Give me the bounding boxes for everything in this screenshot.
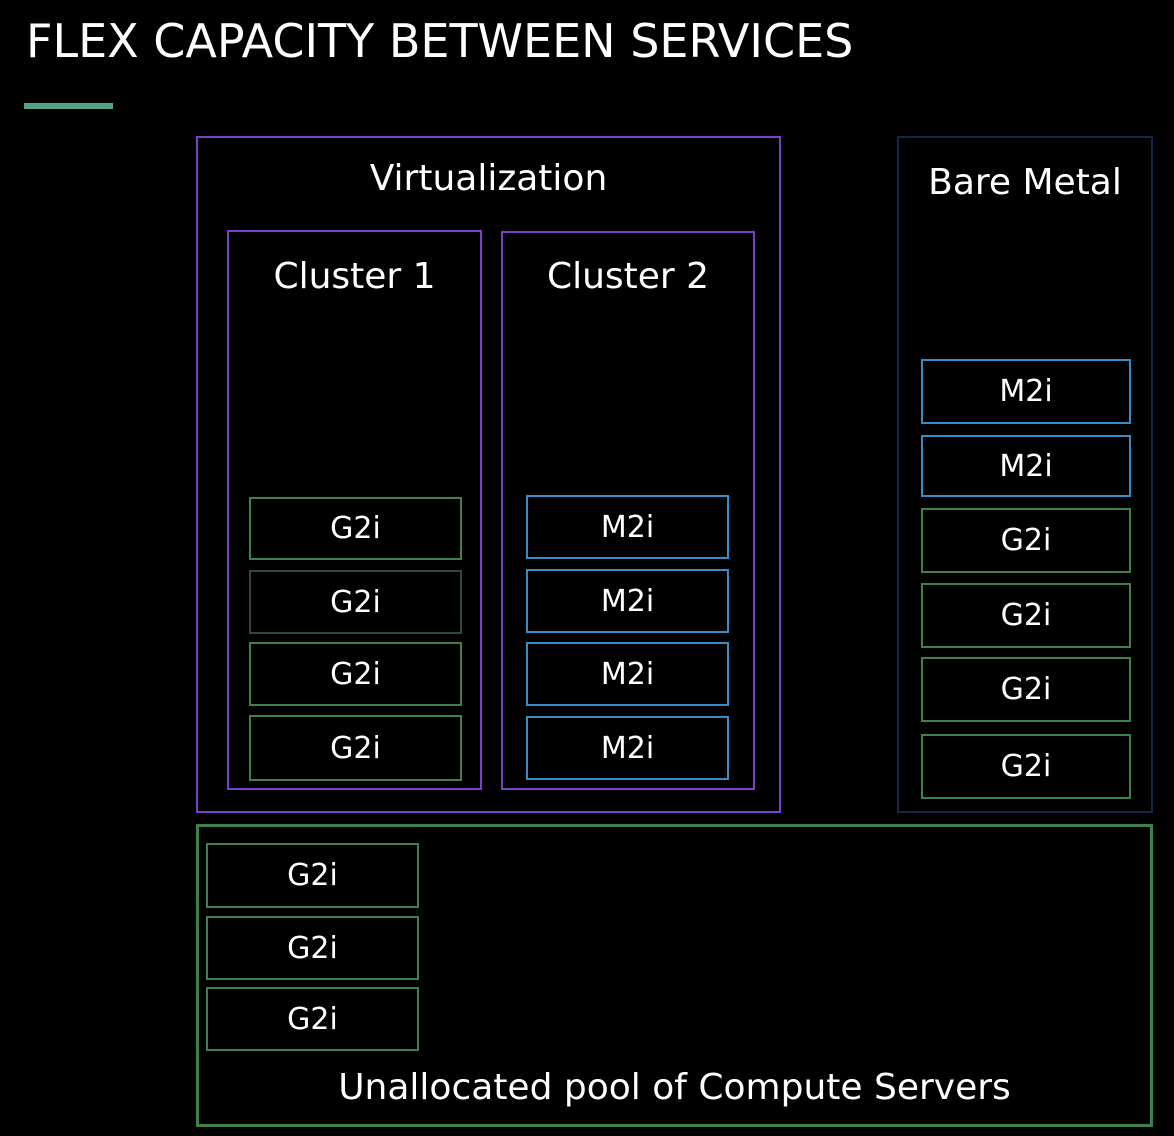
virtualization-group: Virtualization bbox=[196, 136, 781, 813]
cluster-1: Cluster 1 bbox=[227, 230, 482, 790]
server-m2i: M2i bbox=[921, 435, 1131, 497]
pool-label: Unallocated pool of Compute Servers bbox=[338, 1067, 1011, 1108]
server-g2i: G2i bbox=[249, 715, 462, 781]
bare-metal-group: Bare Metal bbox=[897, 136, 1153, 813]
server-g2i: G2i bbox=[249, 497, 462, 560]
server-g2i: G2i bbox=[249, 570, 462, 634]
server-g2i: G2i bbox=[921, 508, 1131, 573]
cluster-1-label: Cluster 1 bbox=[273, 256, 436, 297]
server-g2i: G2i bbox=[206, 987, 419, 1051]
server-m2i: M2i bbox=[526, 495, 729, 559]
server-g2i: G2i bbox=[249, 642, 462, 706]
server-g2i: G2i bbox=[921, 657, 1131, 722]
virtualization-label: Virtualization bbox=[369, 158, 608, 199]
server-m2i: M2i bbox=[526, 569, 729, 633]
server-g2i: G2i bbox=[921, 734, 1131, 799]
server-g2i: G2i bbox=[921, 583, 1131, 648]
cluster-2-label: Cluster 2 bbox=[546, 256, 710, 297]
server-m2i: M2i bbox=[526, 642, 729, 706]
unallocated-pool: Unallocated pool of Compute Servers bbox=[196, 824, 1153, 1127]
server-m2i: M2i bbox=[526, 716, 729, 780]
server-g2i: G2i bbox=[206, 843, 419, 908]
server-m2i: M2i bbox=[921, 359, 1131, 424]
cluster-2: Cluster 2 bbox=[501, 231, 755, 790]
page-title: FLEX CAPACITY BETWEEN SERVICES bbox=[26, 14, 854, 68]
bare-metal-label: Bare Metal bbox=[928, 162, 1122, 203]
title-underline bbox=[24, 103, 113, 109]
server-g2i: G2i bbox=[206, 916, 419, 980]
